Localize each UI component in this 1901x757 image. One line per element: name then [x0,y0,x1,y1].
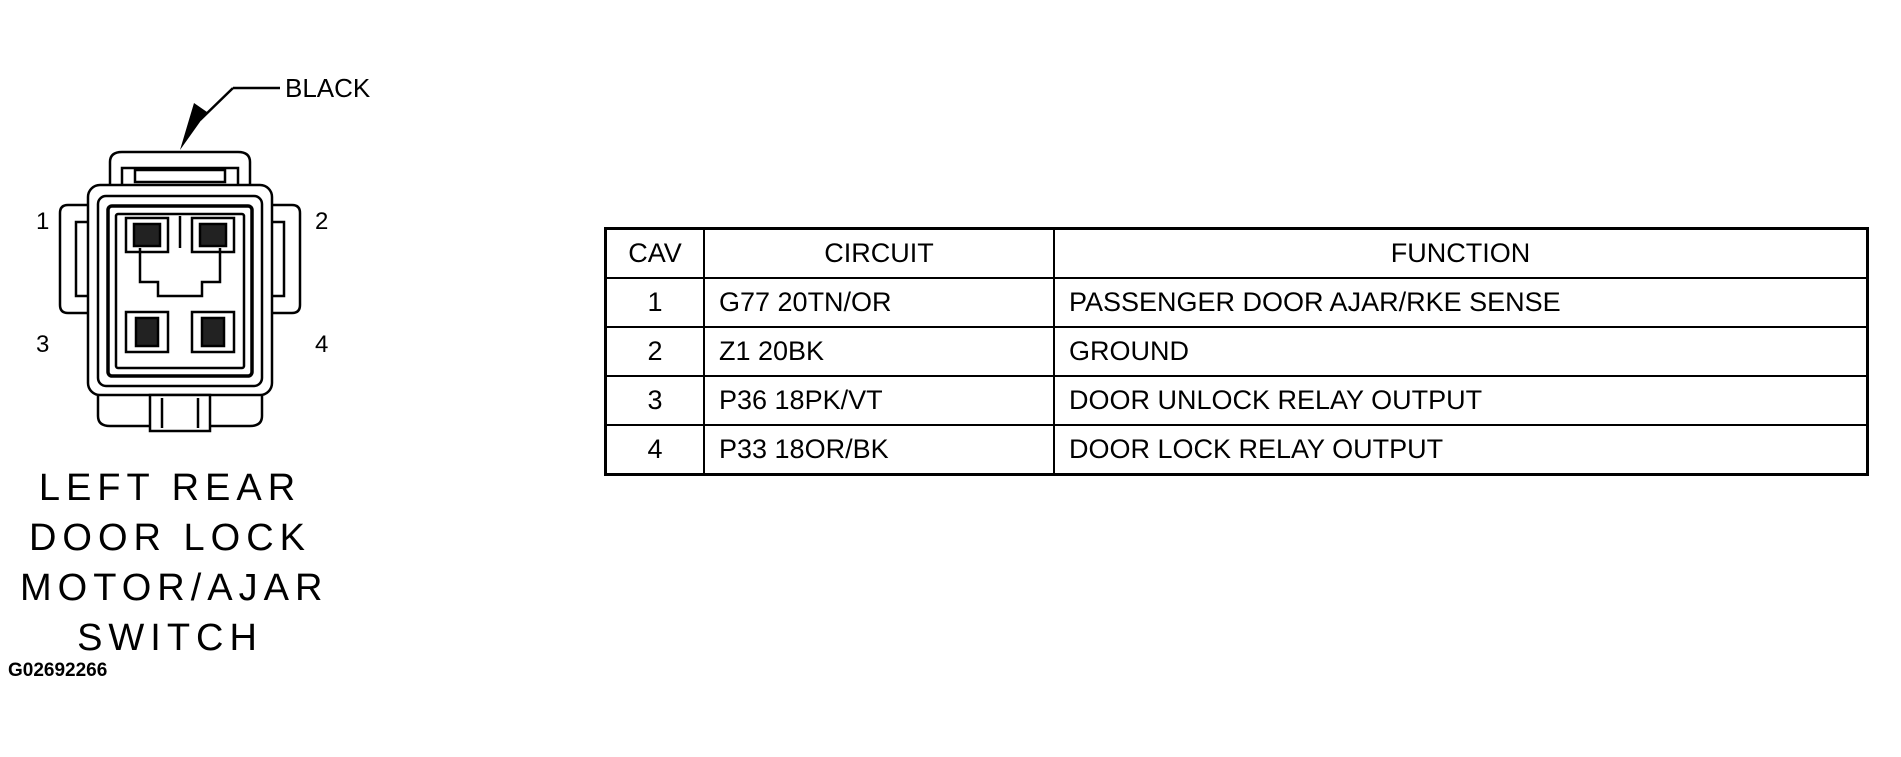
pin-label-2: 2 [315,208,328,235]
caption-line: SWITCH [77,617,263,659]
cell-cav: 3 [604,375,705,426]
callout-arrow [199,86,280,121]
terminal-cavity-4 [190,310,236,354]
figure-id: G02692266 [8,660,108,681]
table-row: 3 P36 18PK/VT DOOR UNLOCK RELAY OUTPUT [604,375,1869,426]
cell-function: DOOR UNLOCK RELAY OUTPUT [1053,375,1869,426]
cell-function: PASSENGER DOOR AJAR/RKE SENSE [1053,277,1869,328]
table-row: 4 P33 18OR/BK DOOR LOCK RELAY OUTPUT [604,424,1869,476]
header-function: FUNCTION [1053,227,1869,279]
connector-color-label: BLACK [285,73,371,103]
cell-cav: 4 [604,424,705,476]
pin-label-3: 3 [36,331,49,358]
connector-body [58,150,302,433]
pinout-table: CAV CIRCUIT FUNCTION 1 G77 20TN/OR PASSE… [604,227,1869,476]
caption-line: LEFT REAR [38,467,302,509]
caption-line: MOTOR/AJAR [20,567,329,609]
pin-label-4: 4 [315,331,328,358]
cell-function: DOOR LOCK RELAY OUTPUT [1053,424,1869,476]
cell-cav: 1 [604,277,705,328]
terminal-cavity-2 [190,216,236,254]
terminal-cavity-3 [124,310,170,354]
cell-circuit: G77 20TN/OR [703,277,1055,328]
pin-label-1: 1 [36,208,49,235]
terminal-cavity-1 [124,216,170,254]
cell-circuit: P36 18PK/VT [703,375,1055,426]
cell-cav: 2 [604,326,705,377]
header-circuit: CIRCUIT [703,227,1055,279]
connector-diagram: BLACK 1 2 3 4 [36,73,371,433]
table-header-row: CAV CIRCUIT FUNCTION [604,227,1869,279]
connector-caption: LEFT REAR DOOR LOCK MOTOR/AJAR SWITCH [20,463,329,663]
callout-arrowhead [180,103,207,150]
cell-function: GROUND [1053,326,1869,377]
header-cav: CAV [604,227,705,279]
table-row: 1 G77 20TN/OR PASSENGER DOOR AJAR/RKE SE… [604,277,1869,328]
cell-circuit: P33 18OR/BK [703,424,1055,476]
caption-line: DOOR LOCK [28,517,312,559]
table-row: 2 Z1 20BK GROUND [604,326,1869,377]
cell-circuit: Z1 20BK [703,326,1055,377]
